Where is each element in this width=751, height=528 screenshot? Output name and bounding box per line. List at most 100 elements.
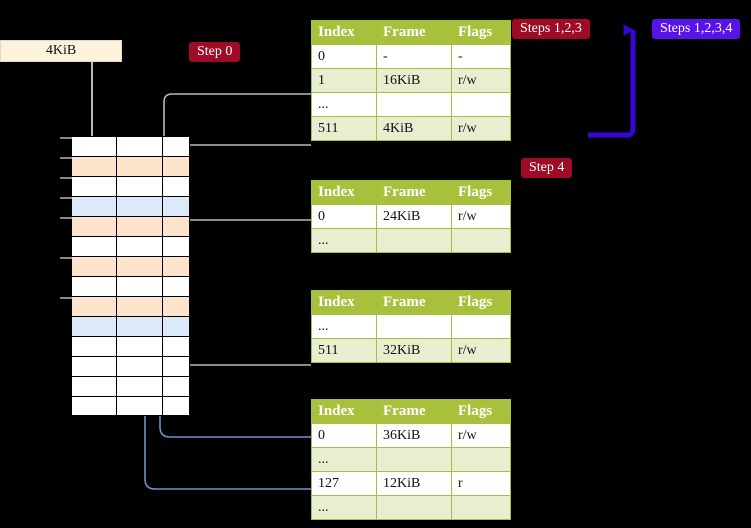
column-header-frame: Frame <box>376 20 452 45</box>
memory-frame-row <box>60 216 190 236</box>
column-header-index: Index <box>311 180 377 205</box>
table-row: 0-- <box>311 44 511 69</box>
table-row: ... <box>311 228 511 253</box>
badge-steps-1234-label: Steps 1,2,3,4 <box>660 21 733 36</box>
column-header-flags: Flags <box>451 180 511 205</box>
column-header-flags: Flags <box>451 20 511 45</box>
cell-index: 0 <box>311 423 377 448</box>
memory-frame-row <box>60 296 190 316</box>
cell-flags: r/w <box>451 204 511 229</box>
cell-frame: 4KiB <box>376 116 452 141</box>
size-box-label: 4KiB <box>45 43 77 58</box>
memory-row-tick <box>60 157 72 159</box>
column-header-index: Index <box>311 399 377 424</box>
cell-index: 0 <box>311 44 377 69</box>
table-row: ... <box>311 92 511 117</box>
cell-flags <box>451 447 511 472</box>
cell-frame <box>376 495 452 520</box>
cell-index: 511 <box>311 338 377 363</box>
cell-flags: - <box>451 44 511 69</box>
memory-frame-row <box>60 156 190 176</box>
memory-row-tick <box>60 137 72 139</box>
steps-1234-bracket-arrow <box>588 24 636 138</box>
badge-step-4-label: Step 4 <box>529 160 565 175</box>
cell-index: ... <box>311 92 377 117</box>
badge-step-0: Step 0 <box>189 42 241 62</box>
memory-frame-row <box>60 196 190 216</box>
connector-l3-row127-to-memory <box>138 212 311 490</box>
badge-step-4: Step 4 <box>521 158 573 178</box>
cell-frame <box>376 92 452 117</box>
memory-grid-divider-2 <box>162 136 163 415</box>
memory-row-tick <box>60 217 72 219</box>
cell-frame: 32KiB <box>376 338 452 363</box>
table-row: ... <box>311 314 511 339</box>
cell-flags: r/w <box>451 68 511 93</box>
memory-frame-row <box>60 176 190 196</box>
memory-frame-row <box>71 396 190 416</box>
memory-frame-row <box>60 136 190 156</box>
memory-row-tick <box>60 197 72 199</box>
memory-frame-row <box>71 336 190 356</box>
cell-flags: r/w <box>451 338 511 363</box>
column-header-frame: Frame <box>376 290 452 315</box>
connector-l3-row0-to-memory <box>153 331 311 438</box>
memory-frame-row <box>71 356 190 376</box>
column-header-index: Index <box>311 20 377 45</box>
memory-frame-row <box>71 276 190 296</box>
memory-frame-row <box>60 256 190 276</box>
cell-flags: r/w <box>451 423 511 448</box>
cell-flags <box>451 495 511 520</box>
cell-flags <box>451 228 511 253</box>
table-row: ... <box>311 447 511 472</box>
memory-frame-row <box>71 376 190 396</box>
cell-flags: r/w <box>451 116 511 141</box>
cell-flags <box>451 314 511 339</box>
cell-flags: r <box>451 471 511 496</box>
cell-index: 127 <box>311 471 377 496</box>
table-header-row: Index Frame Flags <box>311 20 511 45</box>
badge-steps-123: Steps 1,2,3 <box>512 19 590 39</box>
badge-steps-1234: Steps 1,2,3,4 <box>652 19 741 39</box>
cell-index: ... <box>311 228 377 253</box>
column-header-frame: Frame <box>376 399 452 424</box>
cell-frame: 24KiB <box>376 204 452 229</box>
table-row: ... <box>311 495 511 520</box>
cell-index: 511 <box>311 116 377 141</box>
column-header-flags: Flags <box>451 290 511 315</box>
cell-index: ... <box>311 314 377 339</box>
memory-row-tick <box>60 297 72 299</box>
cell-index: ... <box>311 495 377 520</box>
cell-index: ... <box>311 447 377 472</box>
column-header-index: Index <box>311 290 377 315</box>
connector-l0-to-memory <box>163 93 311 159</box>
cell-frame <box>376 447 452 472</box>
column-header-frame: Frame <box>376 180 452 205</box>
column-header-flags: Flags <box>451 399 511 424</box>
size-box-4kib: 4KiB <box>0 40 122 62</box>
cell-index: 0 <box>311 204 377 229</box>
cell-frame: 12KiB <box>376 471 452 496</box>
badge-step-0-label: Step 0 <box>197 44 233 59</box>
connector-l2-to-memory <box>171 318 311 366</box>
cell-frame: - <box>376 44 452 69</box>
badge-steps-123-label: Steps 1,2,3 <box>520 21 582 36</box>
cell-frame <box>376 314 452 339</box>
memory-frames-grid <box>60 136 190 416</box>
cell-index: 1 <box>311 68 377 93</box>
memory-frame-row <box>71 236 190 256</box>
memory-row-tick <box>60 257 72 259</box>
memory-row-tick <box>60 177 72 179</box>
table-header-row: Index Frame Flags <box>311 399 511 424</box>
